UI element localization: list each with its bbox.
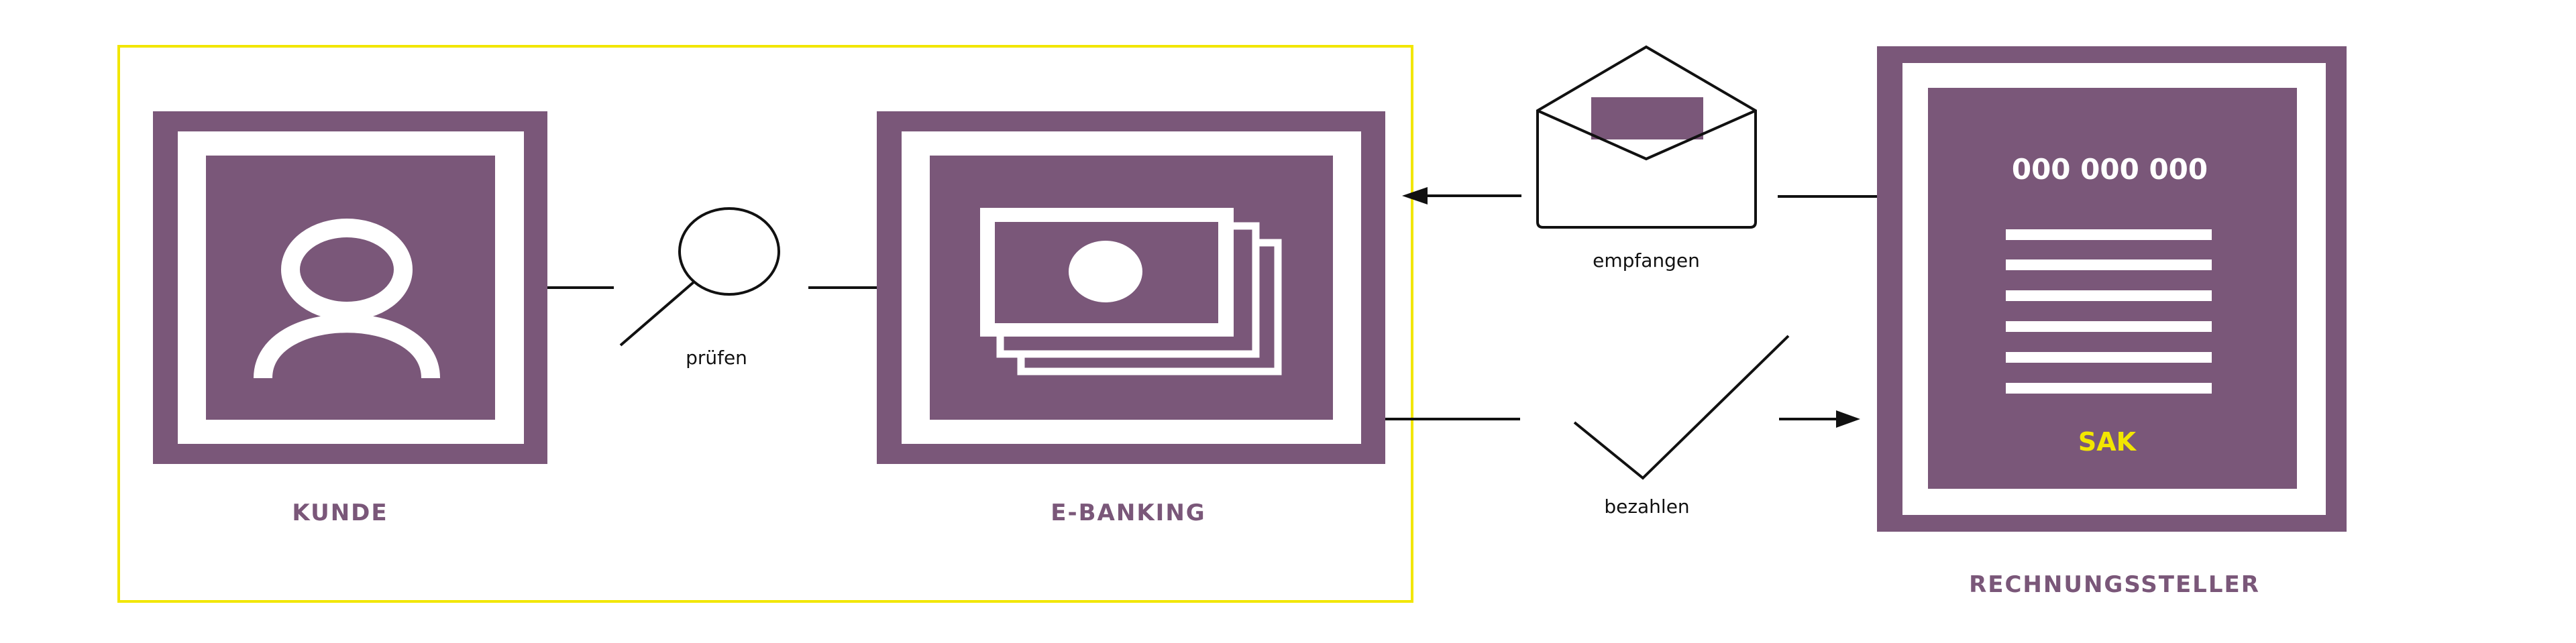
- empfangen-label: empfangen: [1593, 249, 1700, 272]
- ebanking-node: [877, 111, 1385, 464]
- invoice-number: 000 000 000: [2012, 153, 2208, 186]
- bezahlen-label: bezahlen: [1604, 495, 1689, 518]
- customer-bank-group-frame: [117, 45, 1413, 603]
- envelope-icon: [1536, 45, 1757, 229]
- checkmark-icon: [1573, 335, 1790, 480]
- banknotes-icon: [980, 208, 1282, 375]
- arrow-empfangen-to-ebanking: [1402, 187, 1521, 204]
- user-icon: [254, 219, 440, 379]
- kunde-node: [153, 111, 547, 464]
- kunde-label: Kunde: [292, 500, 388, 526]
- ebanking-label: e-Banking: [1051, 500, 1205, 526]
- invoice-code: SAK: [2078, 427, 2137, 457]
- arrow-bezahlen-to-rechnungssteller: [1779, 410, 1860, 428]
- rechnungssteller-inner-box: [1928, 88, 2297, 489]
- invoice-lines-icon: [2006, 229, 2212, 394]
- rechnungssteller-label: Rechnungssteller: [1969, 571, 2260, 598]
- pruefen-label: prüfen: [686, 347, 747, 369]
- magnifier-icon: [619, 207, 780, 347]
- rechnungssteller-node: 000 000 000 SAK: [1877, 46, 2347, 532]
- kunde-inner-box: [206, 156, 495, 420]
